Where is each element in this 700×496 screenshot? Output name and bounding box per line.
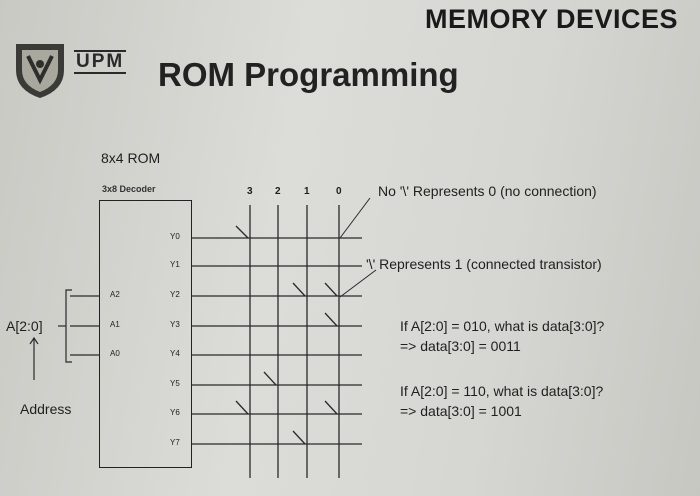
question-1: If A[2:0] = 010, what is data[3:0]? <box>400 318 605 334</box>
column-label-2: 2 <box>275 186 281 197</box>
output-label-y2: Y2 <box>170 290 180 299</box>
output-label-y4: Y4 <box>170 349 180 358</box>
output-label-y6: Y6 <box>170 408 180 417</box>
question-2: If A[2:0] = 110, what is data[3:0]? <box>400 383 604 399</box>
transistor-y3-b0 <box>324 312 338 327</box>
transistor-y0-b3 <box>235 225 249 239</box>
column-label-0: 0 <box>336 186 342 197</box>
output-label-y7: Y7 <box>170 438 180 447</box>
column-label-1: 1 <box>304 186 310 197</box>
address-label: Address <box>20 401 72 417</box>
upm-logo: UPM <box>10 40 150 100</box>
answer-1: => data[3:0] = 0011 <box>400 338 521 354</box>
decoder-label: 3x8 Decoder <box>102 184 156 194</box>
word-lines <box>192 237 362 445</box>
input-label-a1: A1 <box>110 320 120 329</box>
column-label-3: 3 <box>247 186 253 197</box>
output-label-y1: Y1 <box>170 260 180 269</box>
bit-lines <box>249 205 340 478</box>
address-bus <box>29 289 99 380</box>
header-title: MEMORY DEVICES <box>424 4 678 34</box>
answer-2: => data[3:0] = 1001 <box>400 403 522 419</box>
input-label-a2: A2 <box>110 290 120 299</box>
transistor-y5-b2 <box>263 371 277 386</box>
output-label-y0: Y0 <box>170 232 180 241</box>
note-no-connection: No '\' Represents 0 (no connection) <box>378 183 597 199</box>
output-label-y3: Y3 <box>170 320 180 329</box>
slide-title: ROM Programming <box>158 56 459 93</box>
bus-label: A[2:0] <box>6 318 43 334</box>
note-connected: '\' Represents 1 (connected transistor) <box>366 256 602 272</box>
logo-text: UPM <box>74 50 127 74</box>
note-pointers <box>339 197 377 298</box>
input-label-a0: A0 <box>110 349 120 358</box>
rom-label: 8x4 ROM <box>101 150 161 166</box>
transistor-y6-b0 <box>324 400 338 415</box>
transistor-y2-b1 <box>292 282 306 297</box>
crest-icon <box>16 44 64 98</box>
transistor-y7-b1 <box>292 430 306 445</box>
output-label-y5: Y5 <box>170 379 180 388</box>
transistor-y2-b0 <box>324 282 338 297</box>
transistor-marks <box>235 225 338 445</box>
transistor-y6-b3 <box>235 400 249 415</box>
decoder-box <box>99 200 192 468</box>
